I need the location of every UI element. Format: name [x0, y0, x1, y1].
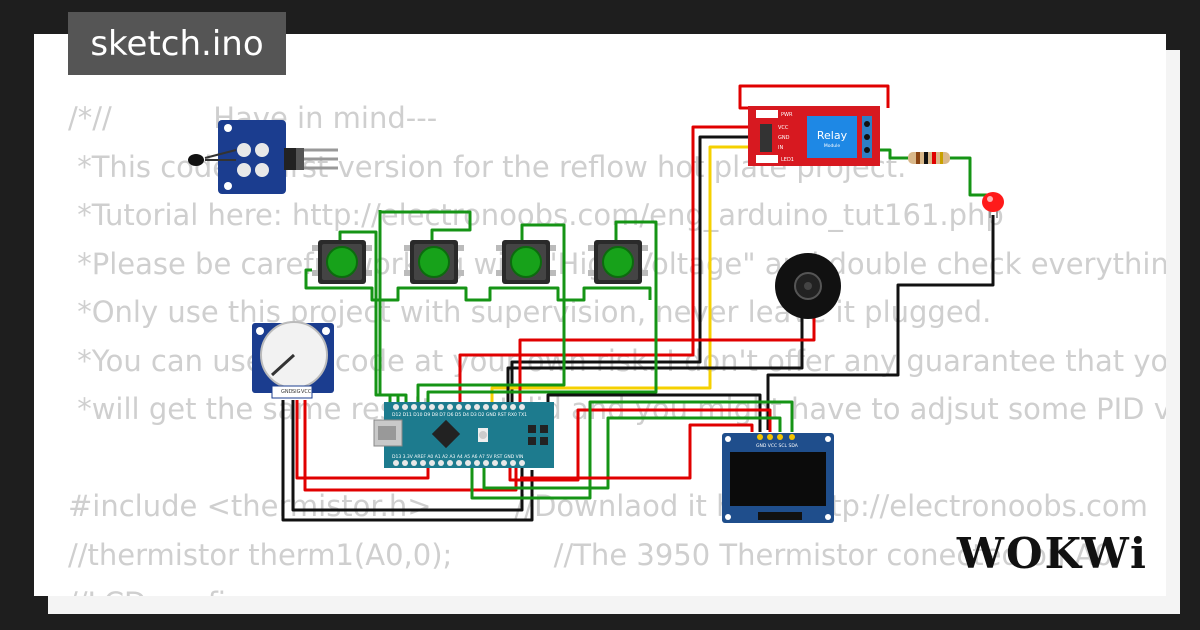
wire-button2: [378, 210, 472, 405]
potentiometer[interactable]: GND SIG VCC: [252, 321, 334, 399]
pot-pin-sig: SIG: [292, 389, 301, 395]
wire-oled-vcc: [508, 408, 772, 482]
relay-module[interactable]: Relay Module PWR VCC GND IN LED1: [748, 106, 880, 166]
relay-pin-in: IN: [778, 145, 783, 151]
relay-box: [807, 116, 857, 158]
oled-display[interactable]: GND VCC SCL SDA: [722, 433, 834, 523]
nano-top-pin-labels: D12 D11 D10 D9 D8 D7 D6 D5 D4 D3 D2 GND …: [392, 412, 527, 418]
wire-button3: [416, 223, 566, 405]
relay-sublabel: Module: [824, 143, 841, 149]
wire-pot-sig: [295, 400, 430, 480]
wire-resistor-led: [950, 156, 990, 197]
relay-pin-led1: LED1: [781, 157, 794, 163]
thermistor-probe-icon: [188, 154, 204, 166]
file-tab[interactable]: sketch.ino: [68, 12, 286, 75]
wire-buzzer-sig: [518, 315, 816, 405]
wire-button4: [426, 220, 658, 405]
relay-pin-gnd: GND: [778, 135, 790, 141]
wire-oled-sda: [470, 400, 794, 500]
relay-label: Relay: [817, 129, 848, 142]
red-led[interactable]: [982, 192, 1004, 218]
relay-pin-pwr: PWR: [781, 112, 793, 118]
thermistor-module[interactable]: [188, 120, 338, 194]
wire-relay-no: [878, 148, 910, 160]
wokwi-logo: WOKWi: [956, 529, 1148, 578]
wire-relay-gnd: [510, 135, 770, 405]
code-line: //LCD config: [68, 579, 1166, 596]
mcu-chip: [431, 419, 461, 449]
wire-relay-vcc: [458, 125, 770, 405]
wire-sensor: [378, 210, 392, 405]
pushbutton-2[interactable]: [404, 240, 464, 284]
wire-relay-in: [490, 145, 770, 405]
oled-screen: [730, 452, 826, 506]
resistor[interactable]: [908, 152, 950, 164]
code-line: //thermistor therm1(A0,0); //The 3950 Th…: [68, 537, 1113, 572]
wire-button1: [338, 230, 400, 405]
relay-pin-vcc: VCC: [778, 125, 789, 131]
code-line: *You can use this code at your own risk.…: [68, 343, 1166, 378]
pot-pin-gnd: GND: [281, 389, 293, 395]
oled-pin-labels: GND VCC SCL SDA: [756, 443, 799, 449]
nano-bottom-pin-labels: D13 3.3V AREF A0 A1 A2 A3 A4 A5 A6 A7 5V…: [392, 454, 523, 460]
wire-buttons-common: [304, 268, 652, 302]
code-line: *Tutorial here: http://electronoobs.com/…: [68, 198, 1004, 232]
arduino-nano[interactable]: D12 D11 D10 D9 D8 D7 D6 D5 D4 D3 D2 GND …: [373, 402, 554, 468]
wire-oled-scl: [482, 416, 782, 490]
pushbutton-4[interactable]: [588, 240, 648, 284]
wire-led-gnd: [766, 215, 995, 430]
code-preview: /*// Have in mind--- *This code is first…: [68, 94, 1166, 596]
pushbutton-1[interactable]: [312, 240, 372, 284]
pushbutton-3[interactable]: [496, 240, 556, 284]
reset-button[interactable]: [479, 431, 487, 439]
wire-pot-gnd: [281, 400, 534, 522]
pot-pin-vcc: VCC: [301, 389, 312, 395]
buzzer[interactable]: [775, 253, 841, 319]
wire-relay-top: [738, 84, 890, 110]
wire-oled-extra: [520, 423, 754, 480]
